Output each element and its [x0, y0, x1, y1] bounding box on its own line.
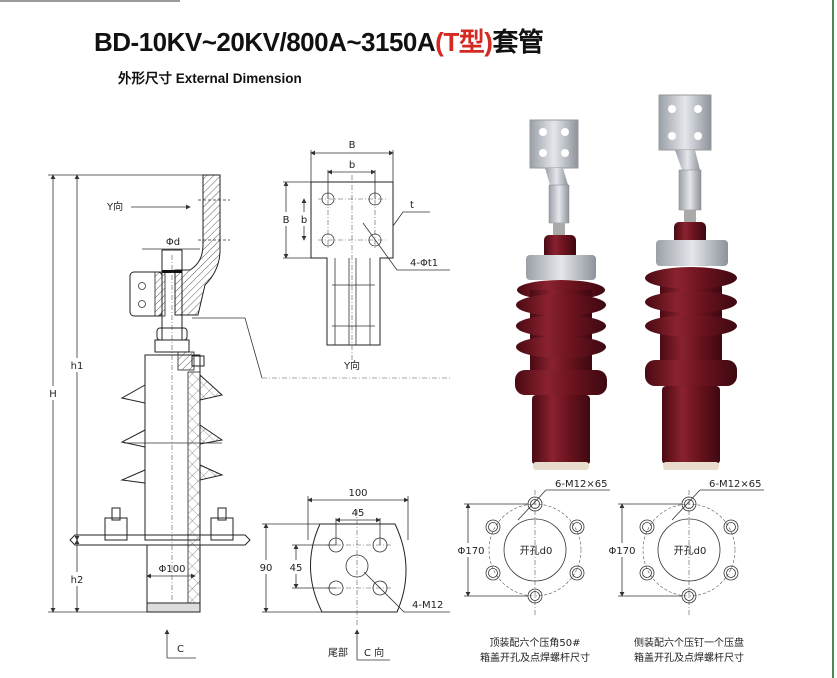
- section-subtitle: 外形尺寸 External Dimension: [118, 71, 302, 86]
- flange-caption-line1: 侧装配六个压钉一个压盘: [634, 636, 744, 649]
- top-border: [0, 0, 180, 2]
- base-height-dim: 90: [260, 563, 273, 574]
- bushing-photo-right: [645, 94, 737, 470]
- side-view-drawing: H h1 h2 Φd Y向: [46, 174, 450, 659]
- thickness-label: t: [410, 200, 414, 211]
- page-title: BD-10KV~20KV/800A~3150A(T型)套管: [94, 22, 544, 59]
- terminal-y-direction-label: Y向: [343, 359, 360, 372]
- terminal-view-drawing: B b B b t 4-Φt1 Y向: [280, 140, 450, 372]
- hole-d0-label: 开孔d0: [520, 545, 553, 557]
- dim-phi-d-label: Φd: [166, 237, 180, 248]
- dim-phi-100-label: Φ100: [159, 564, 186, 575]
- base-width-dim: 100: [348, 488, 367, 499]
- dim-b-side-label: b: [301, 215, 307, 226]
- base-view-drawing: 100 45 90 45 4-M12 尾部 C 向: [258, 488, 450, 661]
- bushing-photo-left: [515, 119, 607, 470]
- dim-B-side-label: B: [283, 215, 290, 226]
- dim-h2-label: h2: [71, 575, 84, 586]
- base-holes-label: 4-M12: [412, 600, 443, 611]
- title-main: BD-10KV~20KV/800A~3150A: [94, 27, 436, 57]
- right-border: [832, 0, 834, 678]
- base-hole-y-dim: 45: [290, 563, 303, 574]
- c-direction-label: C 向: [364, 646, 384, 659]
- flange-diameter-label: Φ170: [458, 546, 485, 557]
- flange-caption-line2: 箱盖开孔及点焊螺杆尺寸: [480, 651, 590, 664]
- dim-b-top-label: b: [349, 160, 355, 171]
- flange-caption-line1: 顶装配六个压角50#: [489, 636, 580, 649]
- base-hole-x-dim: 45: [352, 508, 365, 519]
- tail-label: 尾部: [328, 646, 348, 659]
- dim-h1-label: h1: [71, 361, 84, 372]
- title-type: (T型): [435, 27, 493, 57]
- hole-d0-label: 开孔d0: [674, 545, 707, 557]
- y-direction-label: Y向: [106, 200, 123, 213]
- title-suffix: 套管: [492, 27, 544, 57]
- flange-view-side-mount: Φ170 开孔d0 6-M12×65 侧装配六个压钉一个压盘 箱盖开孔及点焊螺杆…: [604, 479, 764, 664]
- view-c-label: C: [177, 644, 184, 655]
- flange-diameter-label: Φ170: [609, 546, 636, 557]
- terminal-holes-label: 4-Φt1: [410, 258, 438, 269]
- flange-caption-line2: 箱盖开孔及点焊螺杆尺寸: [634, 651, 744, 664]
- dim-B-top-label: B: [349, 140, 356, 151]
- bolt-spec-label: 6-M12×65: [555, 479, 607, 490]
- bolt-spec-label: 6-M12×65: [709, 479, 761, 490]
- flange-view-top-mount: Φ170 开孔d0 6-M12×65 顶装配六个压角50# 箱盖开孔及点焊螺杆尺…: [455, 479, 610, 664]
- dim-H-label: H: [49, 389, 57, 400]
